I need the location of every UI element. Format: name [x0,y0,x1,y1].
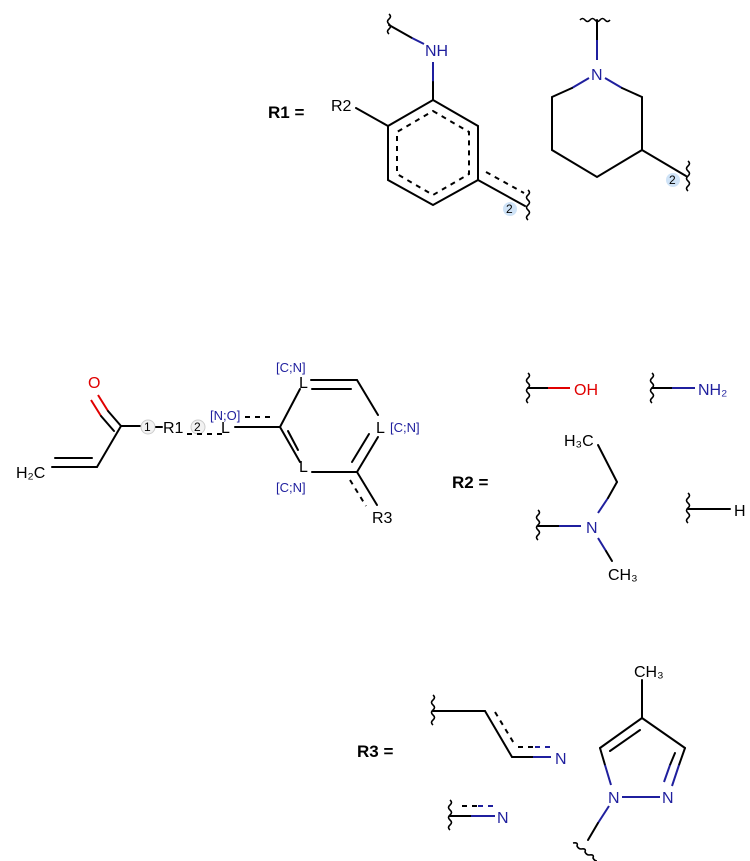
ring-bottom-query: [C;N] [276,480,306,495]
aniline-r2-label: R2 [331,98,352,115]
bond [641,149,687,177]
pyrazole-double-bond [609,729,641,752]
pyrazole-bond [604,764,612,786]
piperidine-ring [551,87,643,179]
bond [477,179,526,207]
bond [621,87,643,98]
ring-top-atom: L [299,375,308,392]
pyrazole-n1: N [608,790,620,807]
bond [605,550,613,562]
hydroxy-option: OH [574,382,598,399]
attachment-2-marker [666,173,680,187]
piperidine-attachment-2: 2 [669,173,676,187]
core-structure: O H₂C 1 R1 2 [N;O] L [C;N] L L [C;N] [16,360,420,527]
carbonyl-double-bond-2 [90,399,102,417]
ring-double-bond [351,433,370,463]
bond [597,444,618,483]
ethyl-ch3: H₃C [564,433,594,450]
linker-query-atom: [N;O] [210,408,240,423]
ring-top-query: [C;N] [276,360,306,375]
ring-bond [356,436,379,473]
pyrazole-n2: N [662,790,674,807]
bond [597,497,609,514]
bond [388,24,413,39]
carbonyl-bond-black-2 [100,415,115,432]
ring-right-atom: L [376,420,385,437]
pyrazole-bond [599,717,643,749]
pyrazole-double-bond [663,764,671,783]
pyrazole-methyl: CH₃ [634,664,664,681]
bond [597,805,610,824]
pyrazole-bond [671,764,680,787]
optional-bond [485,171,525,194]
vinyl-ch2-label: H₂C [16,465,45,482]
r2-definition-label: R2 = [452,473,488,492]
attachment-point-1: 1 [144,420,151,434]
ring-bond [356,379,379,416]
bond [96,425,122,468]
piperidine-n: N [591,67,603,84]
carbonyl-oxygen: O [88,375,100,392]
methyl-ch3: CH₃ [608,567,638,584]
ring-bond [279,388,301,428]
ring-double-bond [287,430,299,451]
r3-definition: R3 = N N CH₃ N N [357,664,686,861]
r2-definition: R2 = OH NH₂ N H₃C CH₃ H [452,372,746,584]
bond [484,710,513,758]
carbonyl-double-bond [97,394,109,412]
optional-bond [494,711,516,746]
ring-bond [279,426,301,463]
attachment-point-2: 2 [194,420,201,434]
attachment-squiggle-icon [685,160,691,192]
attachment-squiggle-icon [579,17,611,23]
r3-bond [356,471,378,506]
pyrazole-bond [641,717,686,749]
nitrile-n: N [497,810,509,827]
ring-right-query: [C;N] [390,420,420,435]
carbonyl-bond-black [107,410,122,427]
bond [587,822,599,841]
attachment-2-marker [503,202,517,216]
pyrazole-double-bond [669,752,676,766]
bond [604,77,623,89]
propenenitrile-n: N [555,751,567,768]
bond [571,77,590,89]
amino-option: NH₂ [698,382,727,399]
pyrazole-bond [599,747,606,766]
hydrogen-option: H [734,503,746,520]
r1-definition-label: R1 = [268,103,304,122]
linker-atom: L [221,420,230,437]
r1-definition: R1 = NH R2 2 N 2 [268,13,691,221]
r3-group-label: R3 [372,510,393,527]
aniline-nh: NH [425,43,448,60]
attachment-squiggle-icon [572,842,598,861]
ring-bottom-atom: L [299,459,308,476]
benzene-ring [387,98,479,207]
bond [597,537,607,552]
r1-group-label: R1 [163,420,184,437]
dialkylamine-n: N [586,520,598,537]
aniline-attachment-2: 2 [506,202,513,216]
aromatic-dashed-ring [396,109,470,197]
attachment-squiggle-icon [525,189,531,221]
bond [411,37,425,45]
pyrazole-bond [678,747,686,766]
r3-definition-label: R3 = [357,742,393,761]
bond [607,481,618,499]
bond [355,107,389,127]
